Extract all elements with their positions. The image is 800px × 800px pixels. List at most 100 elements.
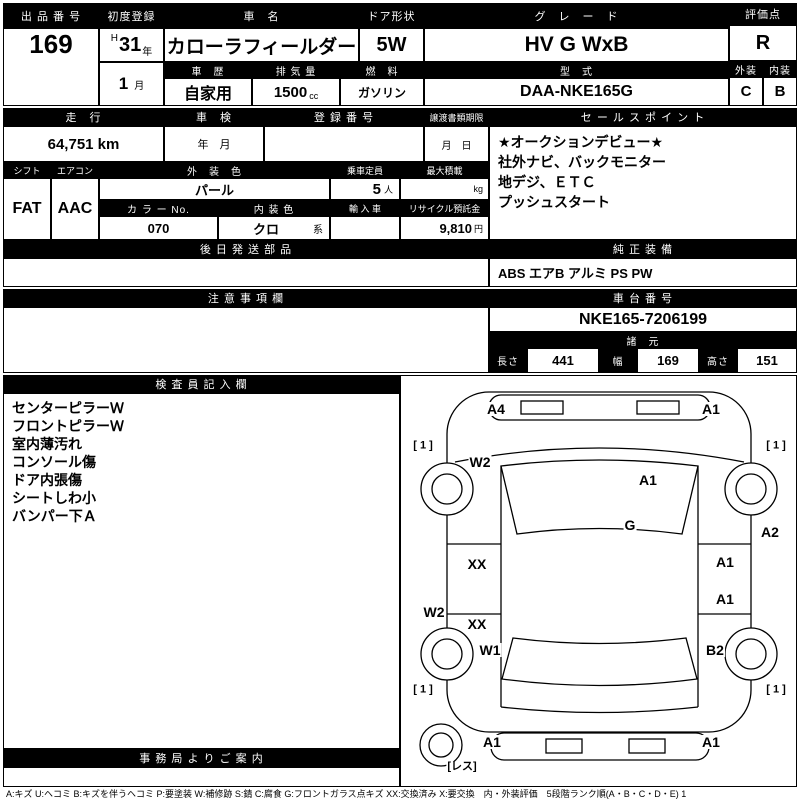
model-code-label: 型 式 [424, 62, 729, 78]
sales-point-line: プッシュスタート [498, 194, 610, 210]
diagram-damage-label: A1 [715, 591, 735, 607]
car-name-label: 車 名 [164, 3, 359, 28]
max-load-label: 最大積載 [400, 162, 489, 178]
caution-label: 注 意 事 項 欄 [3, 289, 489, 307]
exterior-color-label: 外 装 色 [99, 162, 330, 178]
diagram-damage-label: A1 [638, 472, 658, 488]
caution-value [3, 307, 489, 373]
displacement-value: 1500 [273, 83, 308, 101]
diagram-damage-label: W1 [478, 642, 502, 658]
diagram-damage-label: A1 [701, 734, 721, 750]
mileage-value: 64,751 km [3, 126, 164, 162]
exterior-color-value: パール [99, 178, 330, 200]
dimensions-label: 諸 元 [489, 332, 797, 348]
first-reg-month: 1 [118, 74, 129, 93]
length-label: 長さ [489, 348, 527, 373]
diagram-damage-label: A2 [760, 524, 780, 540]
interior-color-label: 内 装 色 [218, 200, 330, 216]
max-load-unit: kg [473, 184, 483, 194]
import-car-label: 輸 入 車 [330, 200, 400, 216]
fuel-value: ガソリン [340, 78, 424, 106]
import-car-value [330, 216, 400, 240]
shift-label: シフト [3, 162, 51, 178]
recycle-deposit-value: 9,810 [439, 220, 472, 236]
inspector-note: バンパー下Ａ [12, 508, 97, 524]
inspector-note: 室内薄汚れ [12, 436, 82, 452]
genuine-equipment-label: 純 正 装 備 [489, 240, 797, 258]
height-value: 151 [737, 348, 797, 373]
reg-number-value [264, 126, 424, 162]
lot-number-value: 169 [29, 29, 73, 59]
diagram-damage-label: [ 1 ] [412, 683, 434, 696]
diagram-damage-label: W2 [468, 454, 492, 470]
inspector-note: ドア内張傷 [12, 472, 82, 488]
mileage-label: 走 行 [3, 108, 164, 126]
interior-score-label: 内装 [763, 61, 797, 77]
sales-point-label: セ ー ル ス ポ イ ン ト [489, 108, 797, 126]
sales-point-line: 社外ナビ、バックモニター [498, 154, 666, 170]
interior-color-unit: 系 [313, 224, 323, 236]
genuine-equipment-value: ABS エアB アルミ PS PW [489, 258, 797, 287]
diagram-damage-label: [ 1 ] [412, 439, 434, 452]
recycle-deposit-unit: 円 [473, 223, 483, 234]
first-reg-year-unit: 年 [142, 47, 153, 58]
diagram-damage-label: [ 1 ] [765, 439, 787, 452]
displacement-unit: cc [309, 91, 319, 101]
fuel-label: 燃 料 [340, 62, 424, 78]
first-reg-label: 初度登録 [99, 3, 164, 28]
diagram-damage-label: A1 [482, 734, 502, 750]
score-label: 評価点 [729, 3, 797, 25]
door-shape-label: ドア形状 [359, 3, 424, 28]
interior-color-value: クロ [252, 221, 279, 237]
width-value: 169 [637, 348, 699, 373]
history-value: 自家用 [164, 78, 252, 106]
length-value: 441 [527, 348, 599, 373]
office-info-label: 事 務 局 よ り ご 案 内 [3, 749, 400, 767]
displacement-label: 排 気 量 [252, 62, 340, 78]
first-reg-year-cell: H 31 年 [99, 28, 164, 62]
score-value: R [729, 25, 797, 61]
diagram-damage-label: [ 1 ] [765, 683, 787, 696]
grade-value: HV G WxB [424, 28, 729, 62]
shift-value: FAT [3, 178, 51, 240]
car-name-value: カローラフィールダー [164, 28, 359, 62]
diagram-damage-label: A4 [486, 401, 506, 417]
legend: A:キズ U:ヘコミ B:キズを伴うヘコミ P:要塗装 W:補修跡 S:錆 C:… [3, 787, 797, 800]
inspector-label: 検 査 員 記 入 欄 [3, 375, 400, 393]
color-no-value: 070 [99, 216, 218, 240]
inspector-note: フロントピラーＷ [12, 418, 124, 434]
width-label: 幅 [599, 348, 637, 373]
capacity-unit: 人 [383, 184, 393, 195]
displacement-cell: 1500 cc [252, 78, 340, 106]
capacity-value: 5 [372, 180, 381, 198]
interior-color-cell: クロ 系 [218, 216, 330, 240]
first-reg-year: 31 [118, 33, 142, 56]
transfer-deadline-value: 月 日 [424, 126, 489, 162]
inspector-note: コンソール傷 [12, 454, 96, 470]
diagram-damage-label: W2 [422, 604, 446, 620]
max-load-cell: kg [400, 178, 489, 200]
lot-number-cell: 169 [3, 28, 99, 106]
aircon-label: エアコン [51, 162, 99, 178]
exterior-score-value: C [729, 77, 763, 106]
transfer-deadline-label: 譲渡書類期限 [424, 108, 489, 126]
capacity-label: 乗車定員 [330, 162, 400, 178]
diagram-damage-label: [レス] [446, 760, 478, 773]
recycle-deposit-cell: 9,810 円 [400, 216, 489, 240]
diagram-damage-label: A1 [715, 554, 735, 570]
interior-score-value: B [763, 77, 797, 106]
first-reg-era: H [110, 33, 118, 44]
inspection-value: 年 月 [164, 126, 264, 162]
car-outline-drawing [419, 391, 778, 767]
model-code-value: DAA-NKE165G [424, 78, 729, 106]
chassis-number-label: 車 台 番 号 [489, 289, 797, 307]
inspector-note: センターピラーＷ [12, 400, 124, 416]
lot-number-label: 出 品 番 号 [3, 3, 99, 28]
diagram-damage-label: A1 [701, 401, 721, 417]
history-label: 車 歴 [164, 62, 252, 78]
